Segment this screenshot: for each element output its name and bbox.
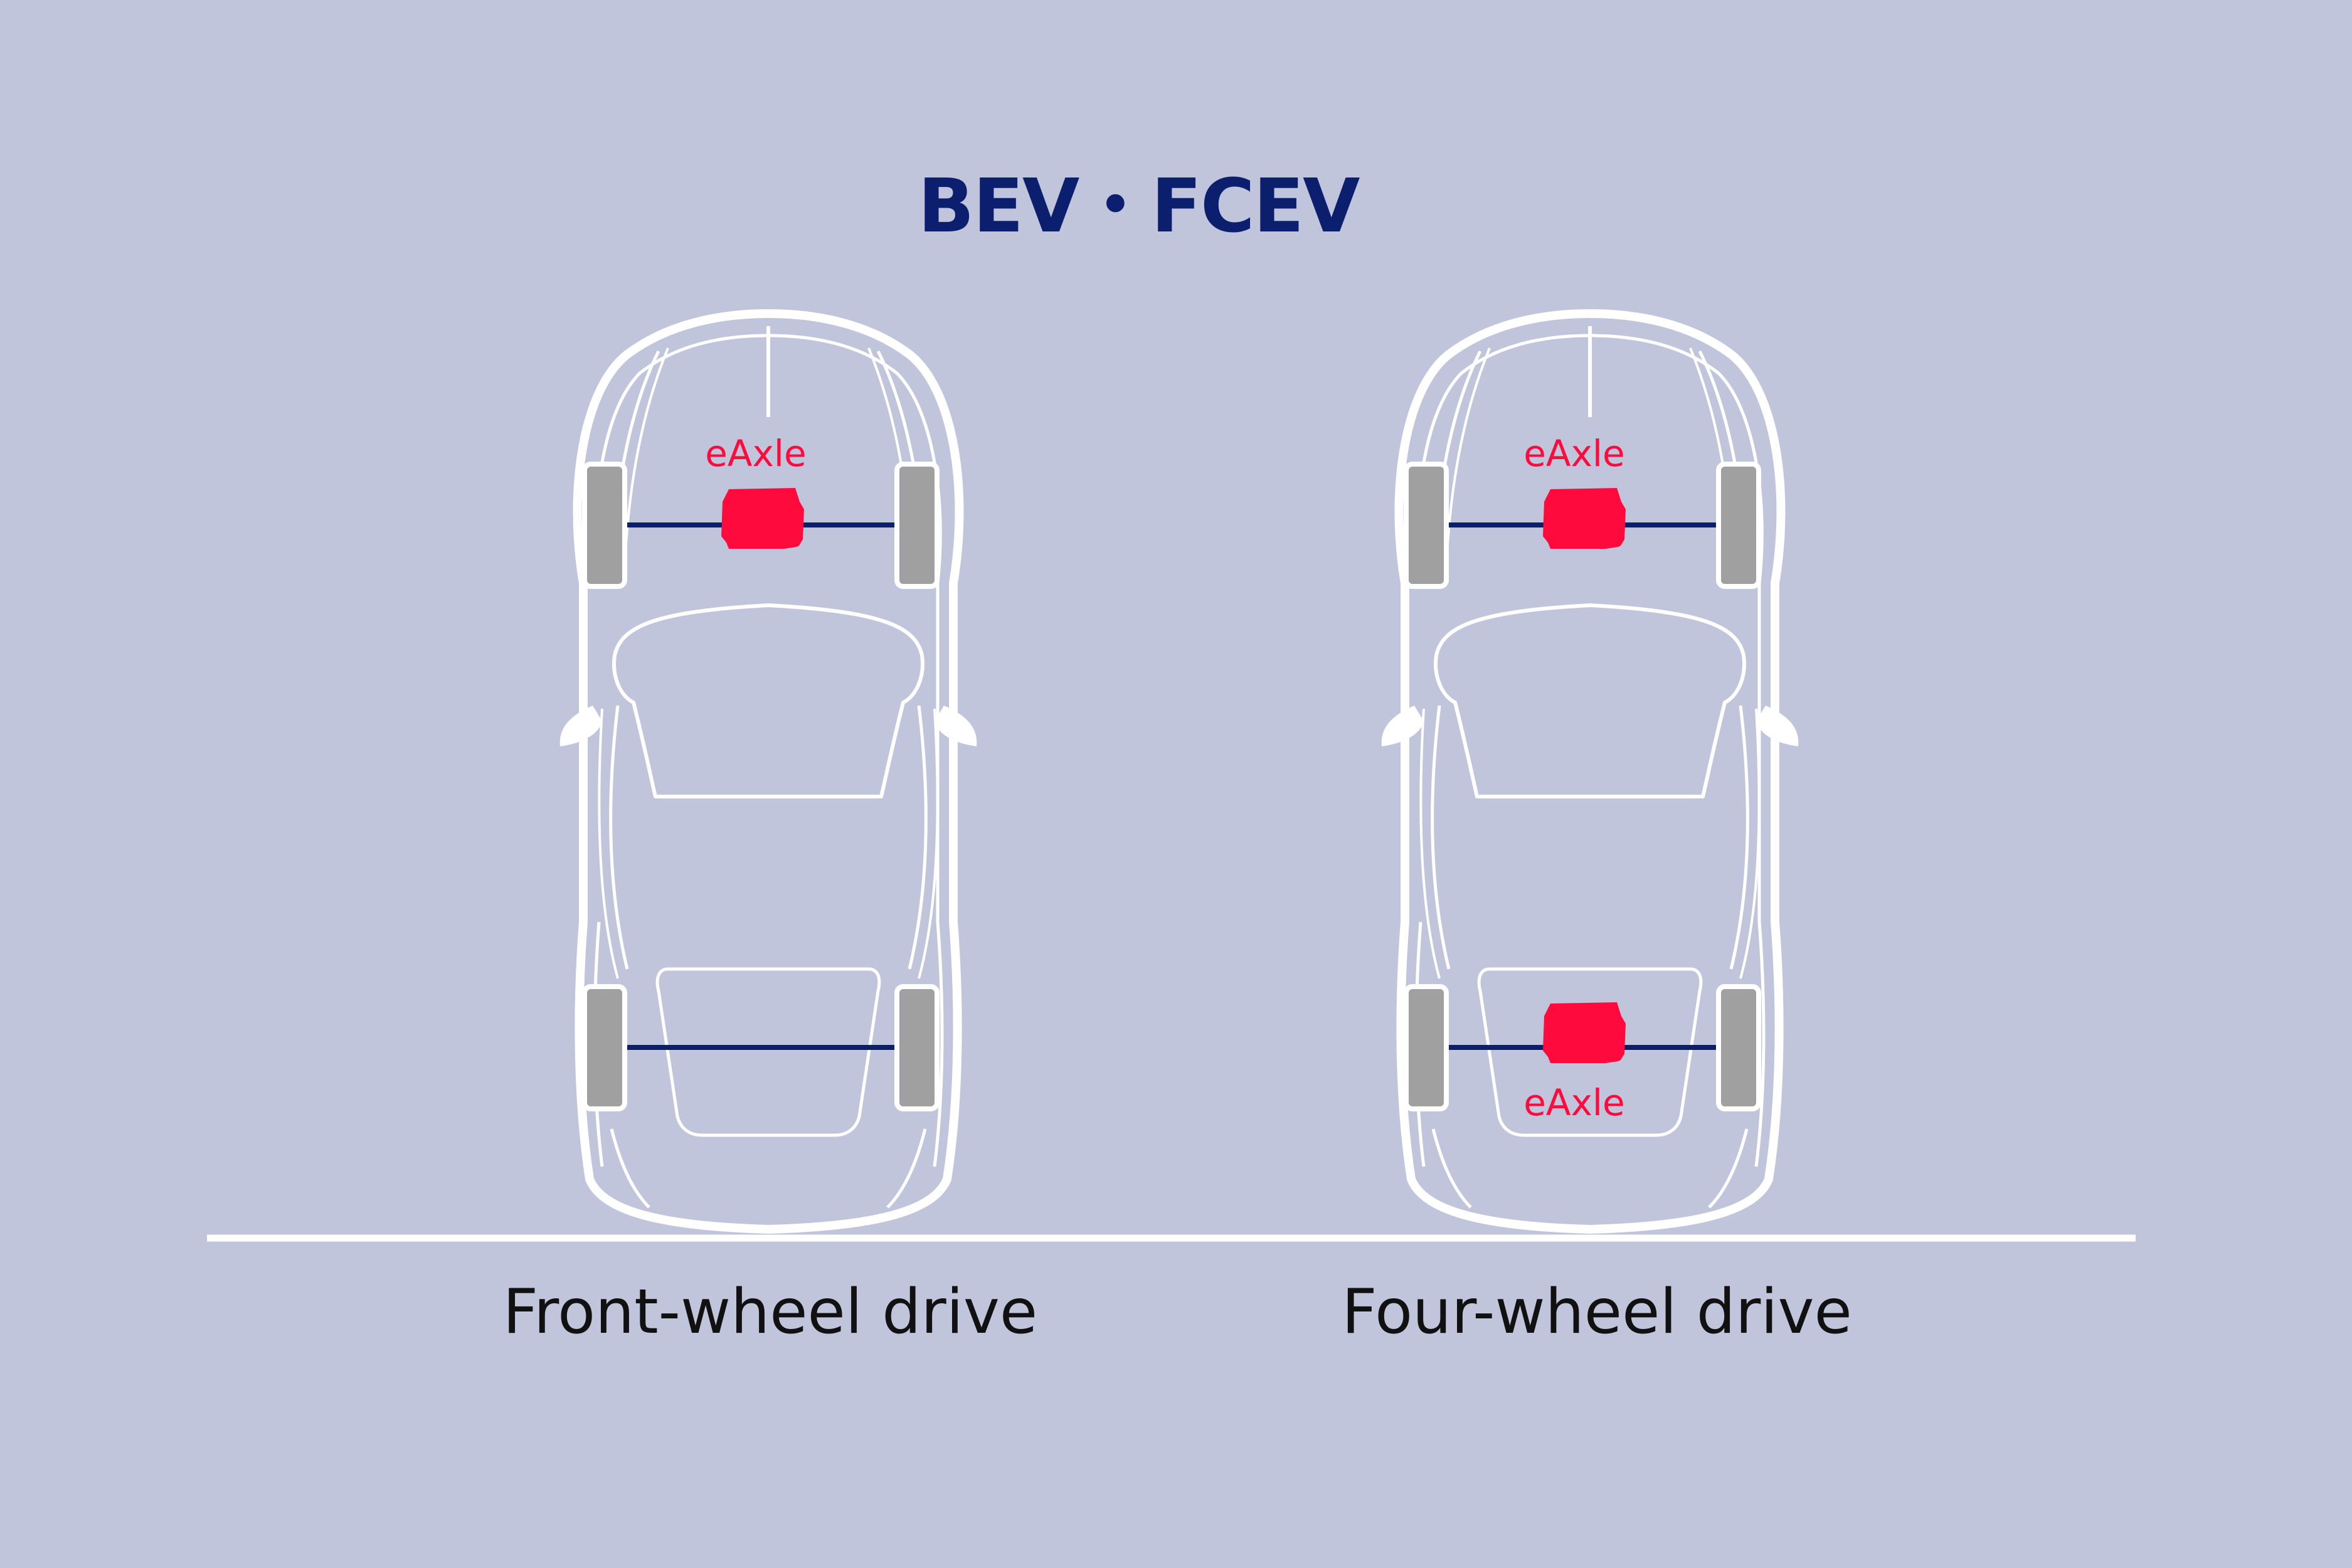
caption-front-wheel-drive: Front-wheel drive — [502, 1276, 1038, 1348]
eaxle-front-label: eAxle — [1523, 432, 1624, 475]
car-four-wheel-drive: eAxle eAxle — [1382, 314, 1799, 1229]
eaxle-rear-unit — [1543, 1002, 1626, 1063]
car-front-wheel-drive: eAxle — [560, 314, 977, 1229]
eaxle-front-unit — [721, 488, 804, 549]
diagram-title: BEV・FCEV — [918, 162, 1360, 249]
eaxle-front-label: eAxle — [705, 432, 806, 475]
caption-four-wheel-drive: Four-wheel drive — [1342, 1276, 1852, 1348]
eaxle-rear-label: eAxle — [1523, 1081, 1624, 1124]
eaxle-front-unit — [1543, 488, 1626, 549]
